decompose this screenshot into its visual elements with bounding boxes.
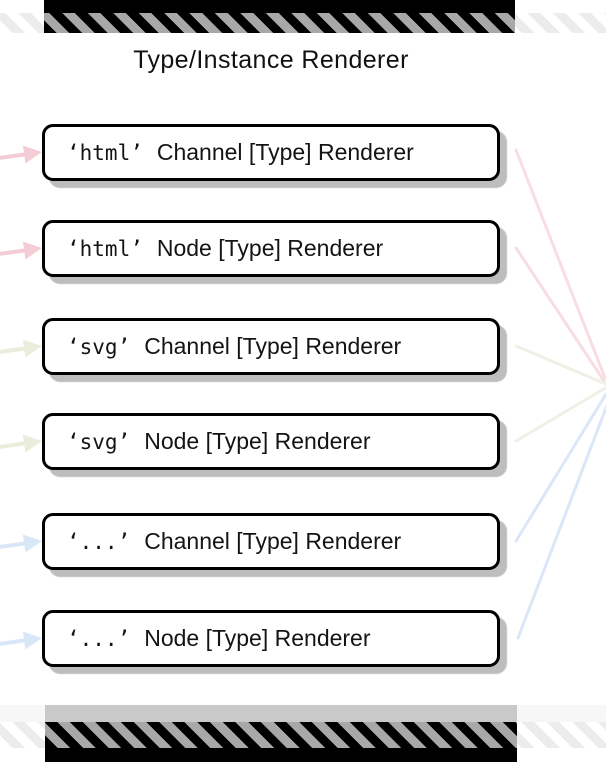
top-hatched-bar bbox=[44, 0, 515, 33]
arrow-shaft bbox=[0, 346, 28, 355]
node-mono-prefix: ‘html’ bbox=[67, 140, 143, 165]
node-mono-prefix: ‘svg’ bbox=[67, 334, 131, 359]
diagram-title: Type/Instance Renderer bbox=[133, 46, 409, 74]
arrow-shaft bbox=[0, 152, 28, 161]
arrow-shaft bbox=[0, 248, 28, 257]
node-label: Node [Type] Renderer bbox=[156, 235, 384, 261]
arrow-html-node-icon bbox=[0, 241, 42, 260]
arrow-shaft bbox=[0, 638, 28, 647]
node-etc-node-renderer: ‘...’ Node [Type] Renderer bbox=[42, 610, 500, 667]
edge-svg-node bbox=[514, 385, 606, 443]
bottom-hatch-stripes bbox=[45, 722, 517, 748]
arrow-etc-node-icon bbox=[0, 631, 42, 650]
top-hatch-stripes bbox=[44, 13, 515, 33]
arrow-svg-node-icon bbox=[0, 434, 42, 453]
arrow-shaft bbox=[0, 441, 28, 450]
node-mono-prefix: ‘...’ bbox=[67, 626, 131, 651]
bottom-hatched-bar bbox=[45, 722, 517, 762]
edge-html-channel bbox=[514, 148, 606, 380]
edge-etc-channel bbox=[514, 391, 606, 543]
arrowhead bbox=[22, 534, 42, 553]
node-mono-prefix: ‘svg’ bbox=[67, 429, 131, 454]
arrowhead bbox=[22, 434, 42, 453]
arrow-svg-channel-icon bbox=[0, 339, 42, 358]
node-etc-channel-renderer: ‘...’ Channel [Type] Renderer bbox=[42, 513, 500, 570]
arrowhead bbox=[22, 631, 42, 650]
node-label: Node [Type] Renderer bbox=[144, 625, 371, 651]
node-svg-channel-renderer: ‘svg’ Channel [Type] Renderer bbox=[42, 318, 500, 375]
arrowhead bbox=[22, 145, 42, 164]
arrow-html-channel-icon bbox=[0, 145, 42, 164]
arrow-shaft bbox=[0, 541, 28, 550]
node-label: Channel [Type] Renderer bbox=[144, 528, 402, 554]
edge-etc-node bbox=[516, 403, 606, 640]
node-html-node-renderer: ‘html’ Node [Type] Renderer bbox=[42, 220, 500, 277]
arrowhead bbox=[22, 241, 42, 260]
node-label: Node [Type] Renderer bbox=[144, 428, 371, 454]
node-label: Channel [Type] Renderer bbox=[144, 333, 402, 359]
node-mono-prefix: ‘html’ bbox=[67, 236, 143, 261]
node-mono-prefix: ‘...’ bbox=[67, 529, 131, 554]
bottom-gray-bar bbox=[45, 705, 517, 722]
arrowhead bbox=[22, 339, 42, 358]
edge-svg-channel bbox=[514, 344, 606, 386]
node-html-channel-renderer: ‘html’ Channel [Type] Renderer bbox=[42, 124, 500, 181]
edge-html-node bbox=[514, 246, 606, 383]
arrow-etc-channel-icon bbox=[0, 534, 42, 553]
node-label: Channel [Type] Renderer bbox=[156, 139, 414, 165]
node-svg-node-renderer: ‘svg’ Node [Type] Renderer bbox=[42, 413, 500, 470]
